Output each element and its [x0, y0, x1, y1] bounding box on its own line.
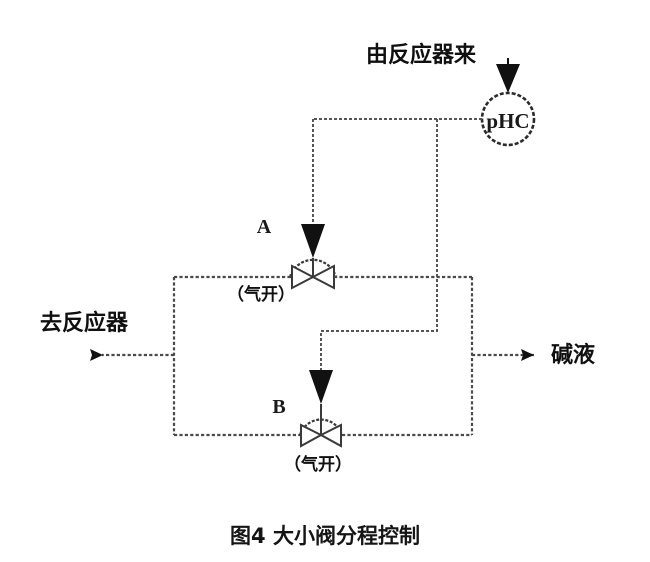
alkali-stream-label: 碱液 [551, 342, 595, 368]
valve-a-action-label: （气开） [227, 284, 295, 305]
ph-controller-bubble[interactable]: pHC [480, 91, 536, 147]
figure-caption: 图4 大小阀分程控制 [230, 524, 420, 548]
control-valve-a[interactable]: A （气开） [227, 216, 338, 305]
inlet-arrow-to-controller [496, 58, 520, 93]
inlet-from-reactor-label: 由反应器来 [366, 42, 477, 68]
outlet-to-reactor-label: 去反应器 [40, 310, 129, 336]
valve-a-body-left [291, 264, 316, 290]
valve-b-tag-label: B [272, 396, 285, 418]
valve-a-tag-label: A [257, 216, 272, 238]
controller-tag-text: pHC [486, 109, 529, 133]
valve-b-body-left [300, 423, 324, 448]
inlet-arrowhead [496, 64, 520, 93]
valve-b-body-right [318, 423, 342, 448]
signal-branch-to-valve-b [320, 119, 438, 372]
process-piping-loop [172, 275, 474, 437]
signal-line-controller-to-valves [312, 118, 482, 372]
valve-b-signal-arrowhead [309, 370, 333, 404]
control-valve-b[interactable]: B （气开） [272, 370, 352, 475]
valve-a-signal-arrowhead [301, 224, 325, 258]
valve-b-action-label: （气开） [284, 454, 352, 475]
